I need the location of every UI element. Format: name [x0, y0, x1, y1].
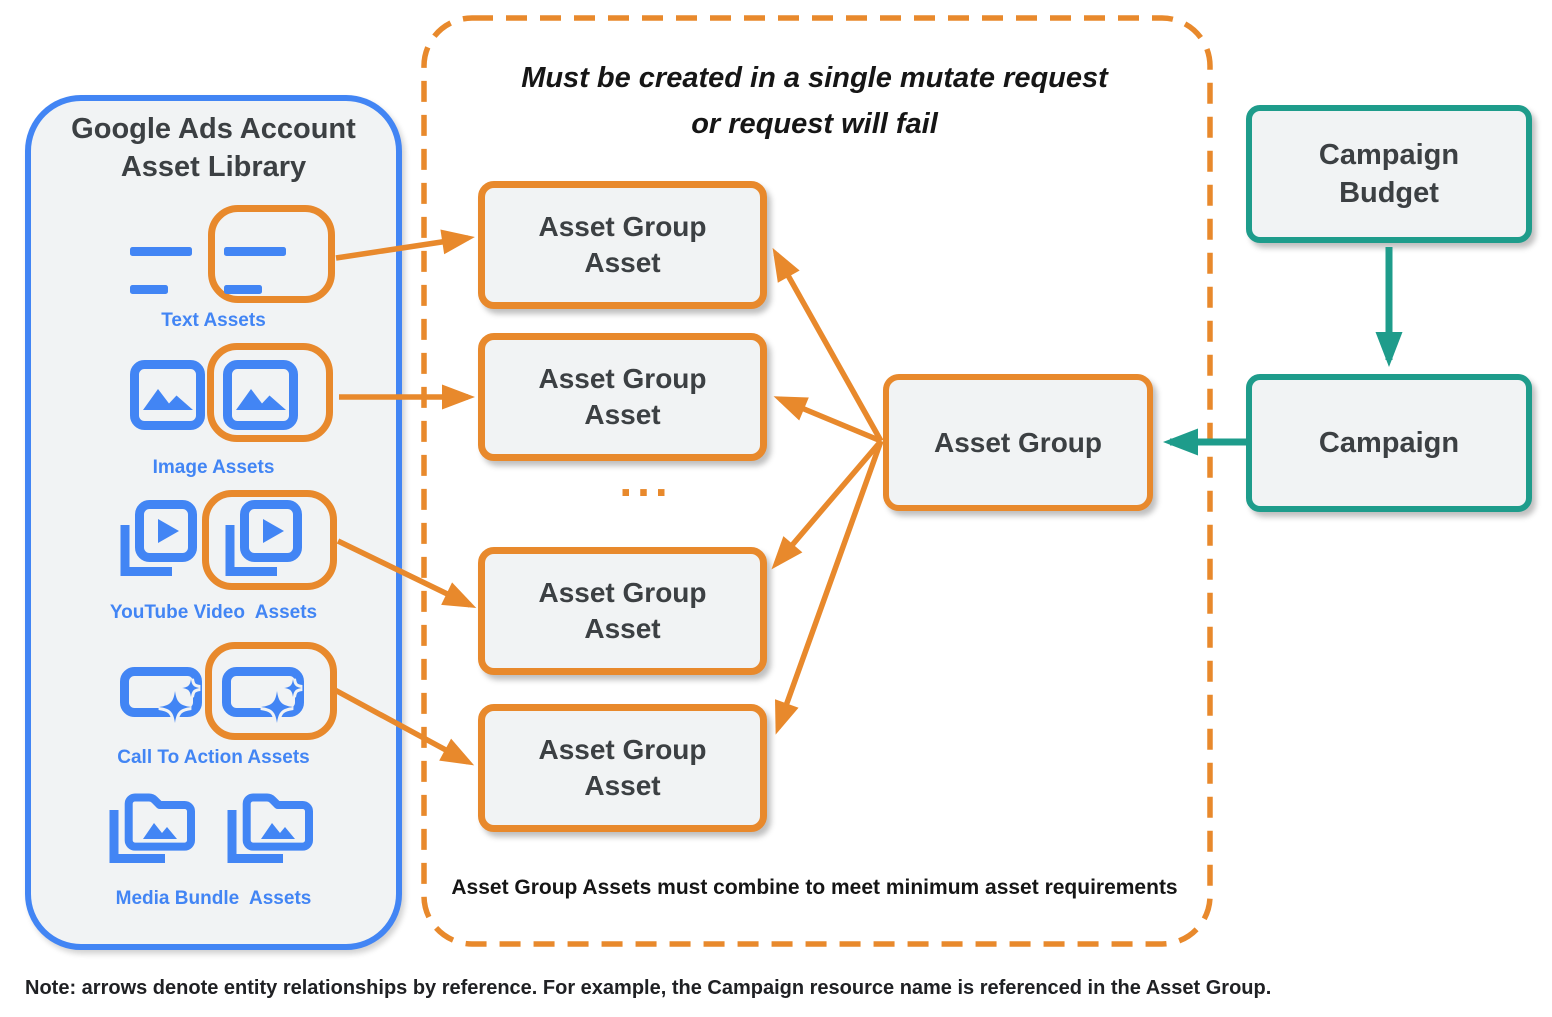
note-text: Note: arrows denote entity relationships… [25, 977, 1272, 999]
asset-group-asset-box-4: Asset Group Asset [478, 704, 767, 832]
mutate-requirement-title-line1: Must be created in a single mutate reque… [521, 62, 1108, 94]
image-asset-icon [130, 360, 205, 430]
media-bundle-asset-icon [109, 793, 195, 863]
asset-group-asset-label-4: Asset Group Asset [538, 734, 707, 801]
text-asset-icon-selected [224, 247, 286, 294]
asset-group-asset-box-1: Asset Group Asset [478, 181, 767, 309]
campaign-box: Campaign [1246, 374, 1532, 512]
asset-group-asset-box-2: Asset Group Asset [478, 333, 767, 461]
more-assets-ellipsis: ... [619, 454, 673, 506]
campaign-label: Campaign [1318, 427, 1460, 459]
mutate-requirement-title: Must be created in a single mutate reque… [421, 55, 1208, 147]
text-assets-label: Text Assets [161, 310, 266, 331]
media-bundle-assets-label: Media Bundle Assets [115, 888, 312, 909]
asset-requirements-footnote: Asset Group Assets must combine to meet … [451, 876, 1178, 899]
asset-group-asset-box-3: Asset Group Asset [478, 547, 767, 675]
asset-library-title: Google Ads Account Asset Library [71, 113, 356, 183]
text-asset-highlight-outline [208, 205, 335, 303]
call-to-action-asset-highlight-outline [205, 642, 337, 740]
image-asset-icon-selected [223, 360, 298, 430]
mutate-requirement-title-line2: or request will fail [691, 108, 938, 140]
call-to-action-assets-label: Call To Action Assets [117, 747, 310, 768]
youtube-video-asset-icon-selected [225, 500, 302, 576]
campaign-budget-label: Campaign Budget [1318, 139, 1460, 209]
youtube-video-asset-icon [120, 500, 197, 576]
asset-group-box: Asset Group [883, 374, 1153, 511]
youtube-video-assets-label: YouTube Video Assets [109, 602, 318, 623]
call-to-action-asset-icon-selected [222, 667, 304, 724]
youtube-video-asset-highlight-outline [202, 490, 337, 590]
asset-group-asset-label-1: Asset Group Asset [538, 211, 707, 278]
image-assets-label: Image Assets [152, 457, 275, 478]
asset-group-label: Asset Group [933, 426, 1103, 458]
call-to-action-asset-icon [120, 667, 202, 724]
image-asset-highlight-outline [207, 343, 333, 442]
media-bundle-asset-icon-2 [227, 793, 313, 863]
asset-group-asset-label-2: Asset Group Asset [538, 363, 707, 430]
asset-group-asset-label-3: Asset Group Asset [538, 577, 707, 644]
text-asset-icon [130, 247, 192, 294]
campaign-budget-box: Campaign Budget [1246, 105, 1532, 243]
